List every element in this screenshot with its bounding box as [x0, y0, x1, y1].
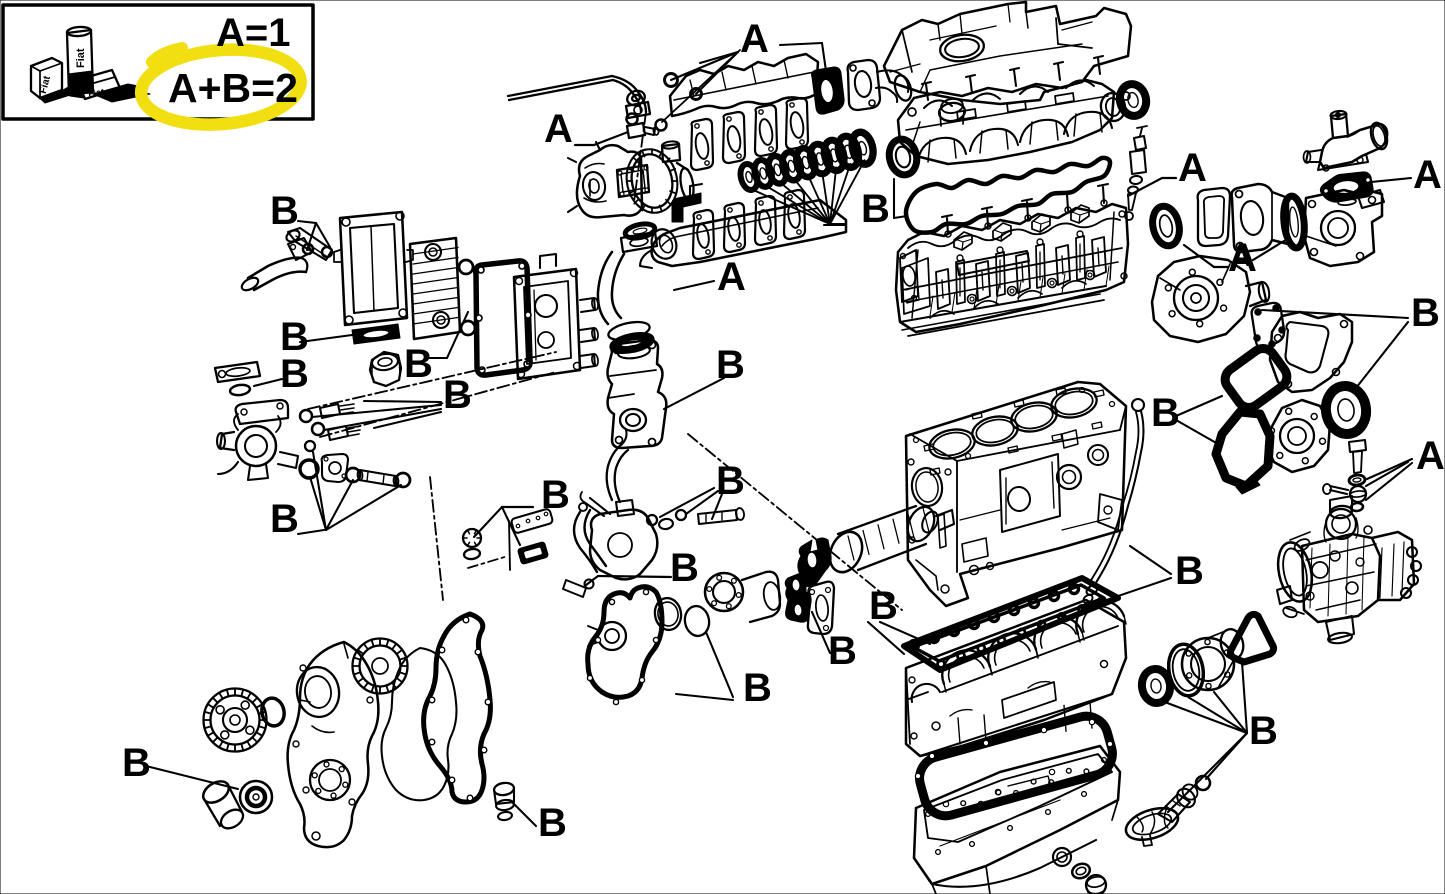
svg-text:Fiat: Fiat — [38, 74, 53, 95]
svg-text:B: B — [1249, 709, 1278, 753]
svg-text:A: A — [1230, 240, 1252, 273]
svg-text:B: B — [270, 189, 299, 233]
svg-text:B: B — [1411, 291, 1440, 335]
svg-text:A: A — [1416, 434, 1445, 478]
svg-text:B: B — [270, 497, 299, 541]
svg-text:B: B — [122, 741, 151, 785]
svg-text:A: A — [1178, 146, 1207, 190]
svg-text:A=1: A=1 — [216, 11, 291, 55]
svg-text:B: B — [828, 629, 857, 673]
svg-text:A: A — [1413, 153, 1442, 197]
svg-text:B: B — [404, 342, 433, 386]
svg-text:B: B — [443, 373, 472, 417]
svg-text:A: A — [717, 255, 746, 299]
svg-text:B: B — [670, 546, 699, 590]
svg-text:A: A — [1228, 236, 1257, 280]
svg-text:B: B — [538, 801, 567, 845]
svg-text:Fiat: Fiat — [75, 48, 87, 68]
svg-text:B: B — [280, 352, 309, 396]
svg-text:A: A — [740, 17, 769, 61]
svg-text:B: B — [861, 187, 890, 231]
svg-text:B: B — [280, 315, 309, 359]
svg-text:B: B — [743, 666, 772, 710]
svg-text:B: B — [1151, 391, 1180, 435]
svg-text:A: A — [544, 107, 573, 151]
svg-text:B: B — [541, 473, 570, 517]
svg-text:B: B — [869, 584, 898, 628]
svg-text:A+B=2: A+B=2 — [168, 65, 298, 111]
svg-text:B: B — [1175, 549, 1204, 593]
